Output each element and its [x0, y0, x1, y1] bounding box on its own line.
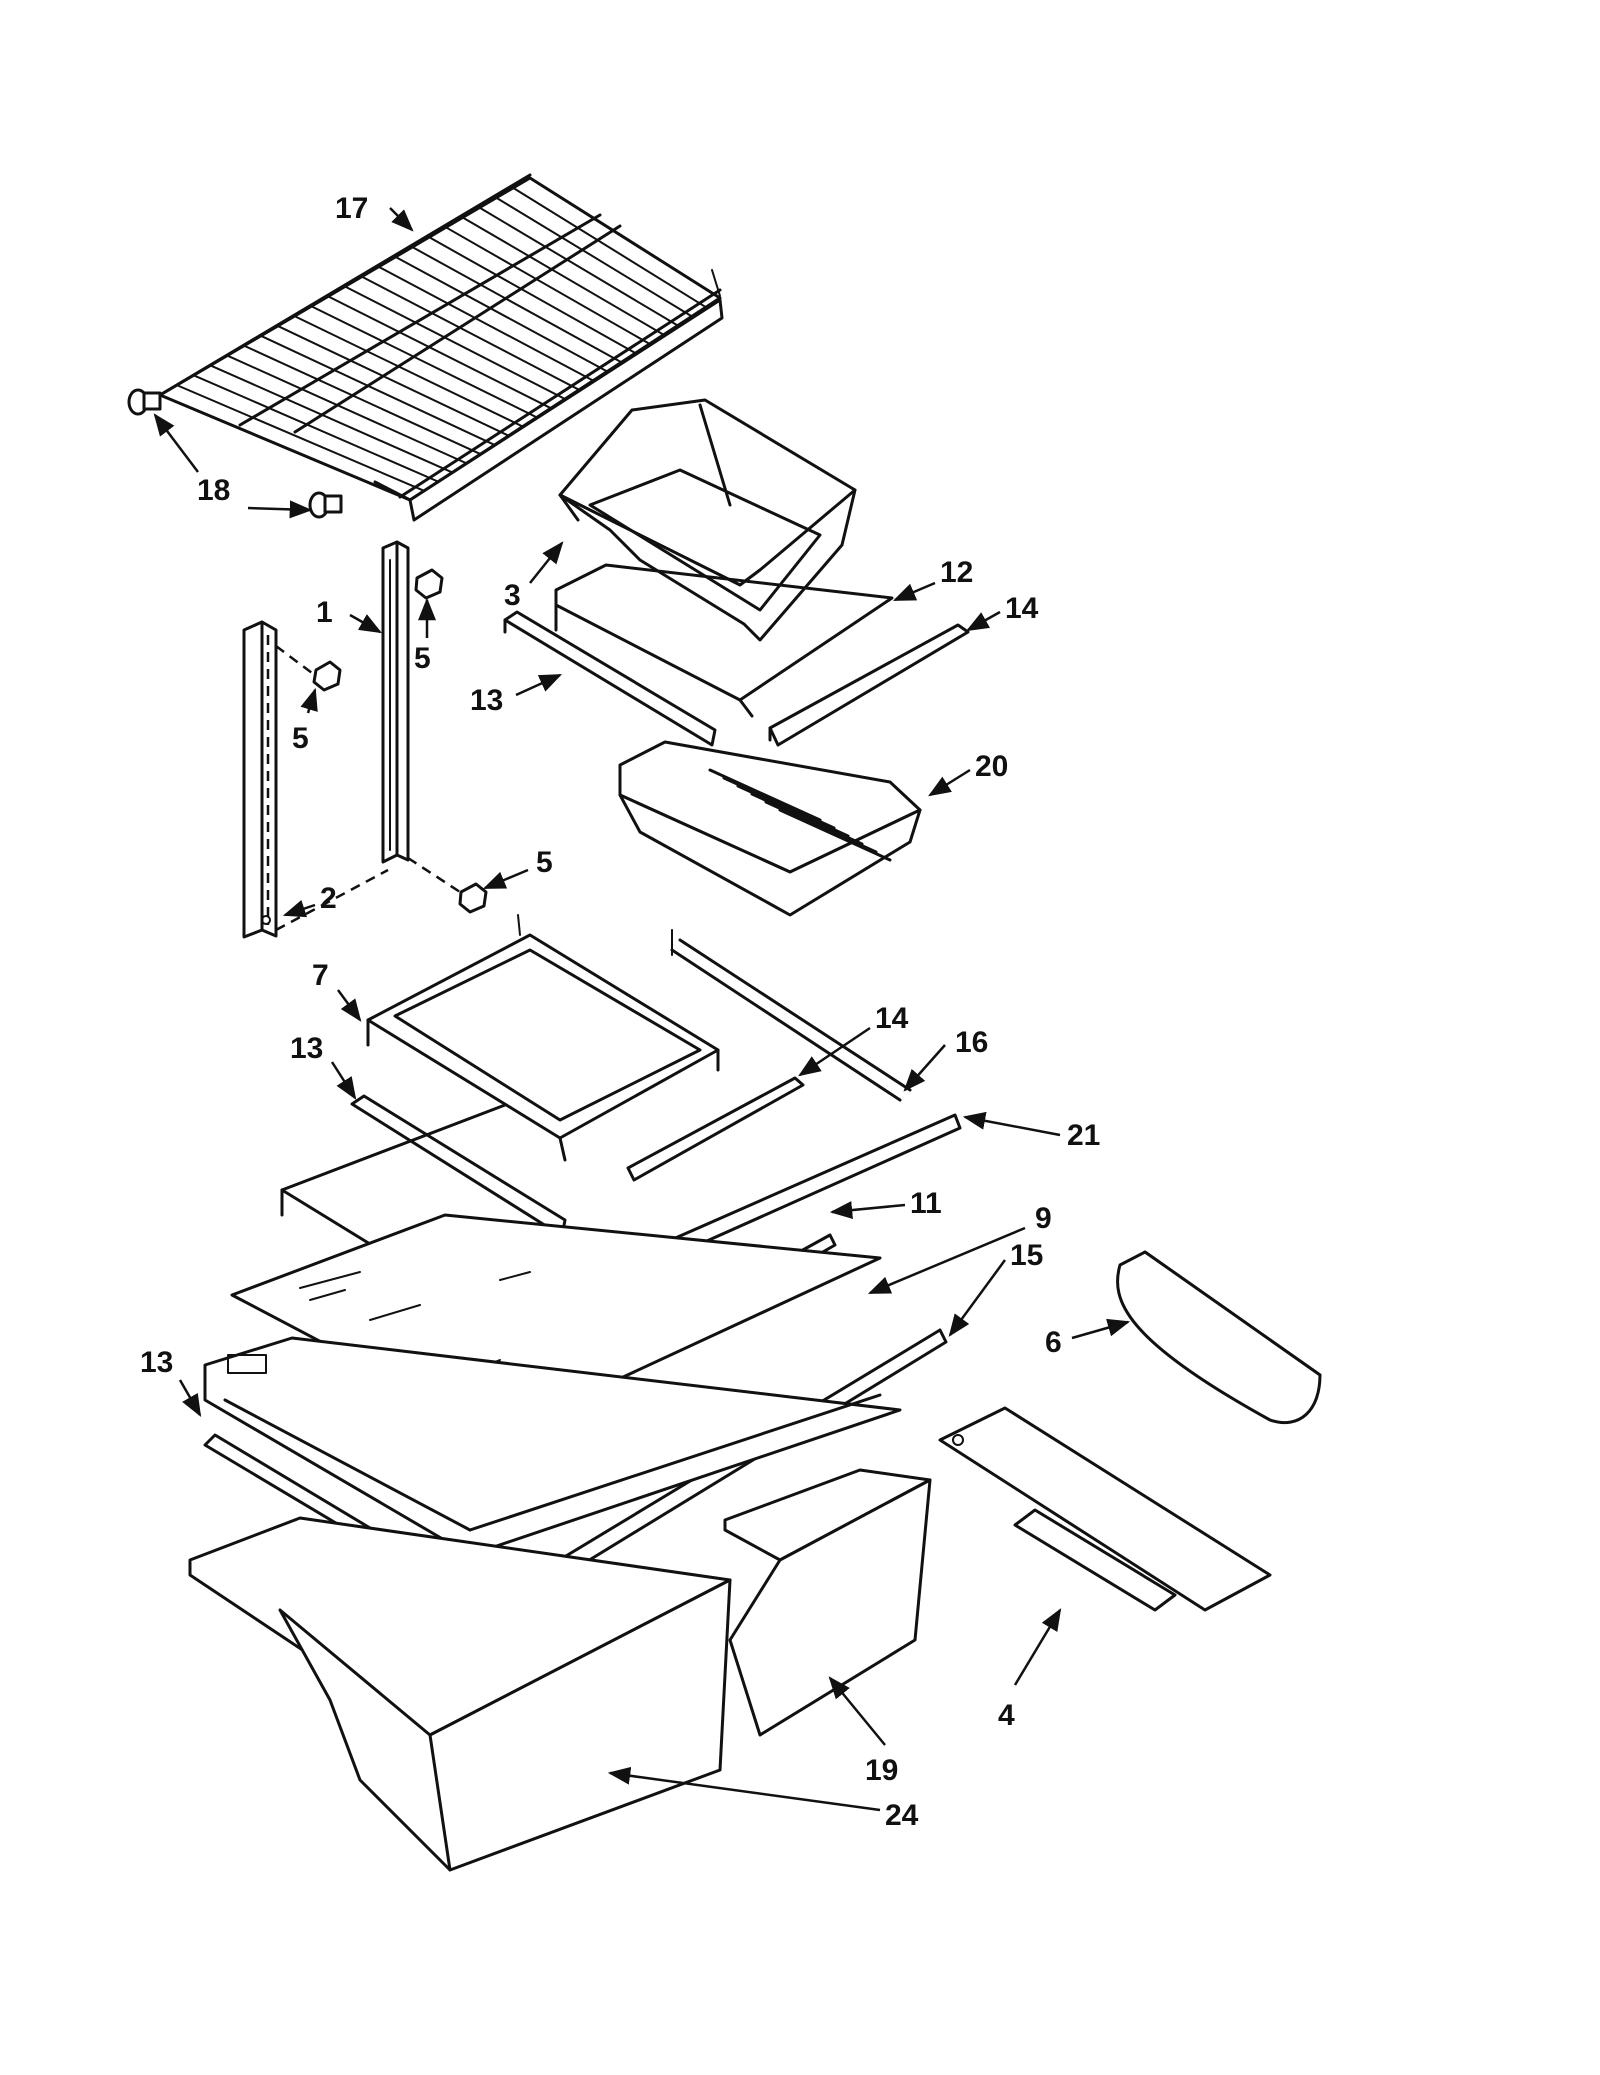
callout-15: 15: [1010, 1239, 1043, 1272]
callout-5: 5: [536, 846, 553, 879]
shelf-wire-rod: [344, 285, 566, 400]
shelf-wire-rod: [327, 295, 552, 410]
part-7-shelf-frame: [366, 914, 720, 1162]
callout-18: 18: [197, 474, 230, 507]
leader-lines: [153, 207, 1131, 1812]
callout-14: 14: [875, 1002, 909, 1035]
part-19-crisper-drawer-small: [723, 1468, 932, 1737]
shelf-wire-rod: [512, 186, 707, 309]
shelf-wire-rod: [377, 265, 595, 382]
shelf-wire-rod: [310, 305, 538, 419]
shelf-wire-rod: [444, 226, 651, 345]
callout-12: 12: [940, 556, 973, 589]
shelf-wire-rod: [411, 246, 623, 364]
shelf-wire-rod: [293, 315, 524, 428]
part-5-screw: [275, 568, 488, 932]
callout-5: 5: [292, 722, 309, 755]
callout-7: 7: [312, 959, 329, 992]
shelf-wire-rod: [495, 196, 693, 318]
shelf-wire-rod: [360, 275, 581, 391]
shelf-wire-rod: [259, 334, 496, 446]
callout-19: 19: [865, 1754, 898, 1787]
shelf-wire-rod: [226, 354, 468, 465]
callout-labels: 17 18 1 5 5 5 2 3 12 14 13 20 7 13 14 16…: [140, 192, 1100, 1832]
crisper-cover: [203, 1336, 902, 1557]
part-14-slide-rail-middle: [626, 1076, 805, 1182]
callout-11: 11: [910, 1187, 942, 1220]
part-20-crisper-drawer: [618, 740, 922, 917]
callout-24: 24: [885, 1799, 919, 1832]
part-12-bin-frame: [554, 563, 894, 718]
callout-3: 3: [504, 579, 521, 612]
shelf-wire-rod: [175, 384, 426, 492]
callout-21: 21: [1067, 1119, 1100, 1152]
part-13-slide-rail-middle: [350, 1094, 567, 1238]
shelf-wire-rod: [159, 394, 411, 501]
part-3-utility-bin: [558, 398, 857, 642]
callout-5: 5: [414, 642, 431, 675]
shelf-wire-rod: [394, 255, 609, 373]
part-2-shelf-ladder-left: [242, 620, 278, 939]
callout-9: 9: [1035, 1202, 1052, 1235]
callout-2: 2: [320, 882, 337, 915]
callout-14: 14: [1005, 592, 1039, 625]
part-24-crisper-drawer-large: [188, 1516, 732, 1872]
callout-13: 13: [290, 1032, 323, 1065]
callout-13: 13: [470, 684, 503, 717]
shelf-wire-rod: [192, 374, 440, 483]
part-14-slide-rail-top: [768, 623, 970, 747]
part-6-crisper-cover-half: [1116, 1250, 1322, 1425]
part-17-wire-shelf: [153, 173, 724, 522]
shelf-wire-rod: [276, 324, 510, 437]
shelf-wire-rod: [428, 236, 637, 355]
callout-6: 6: [1045, 1326, 1062, 1359]
shelf-wire-rod: [209, 364, 454, 474]
callout-4: 4: [998, 1699, 1015, 1732]
callout-17: 17: [335, 192, 368, 225]
shelf-wire-rod: [461, 216, 665, 336]
shelf-wire-rod: [243, 344, 482, 456]
shelf-wire-rod: [529, 177, 721, 299]
part-4-crisper-slide: [938, 1406, 1272, 1612]
callout-20: 20: [975, 750, 1008, 783]
part-13-slide-rail-top: [503, 610, 717, 747]
part-1-shelf-ladder-right: [381, 540, 410, 864]
callout-1: 1: [316, 596, 333, 629]
part-16-shelf-frame-rear: [670, 929, 912, 1102]
callout-16: 16: [955, 1026, 988, 1059]
drawer-rib: [778, 808, 892, 862]
shelf-wire-rod: [478, 206, 679, 327]
callout-13: 13: [140, 1346, 173, 1379]
